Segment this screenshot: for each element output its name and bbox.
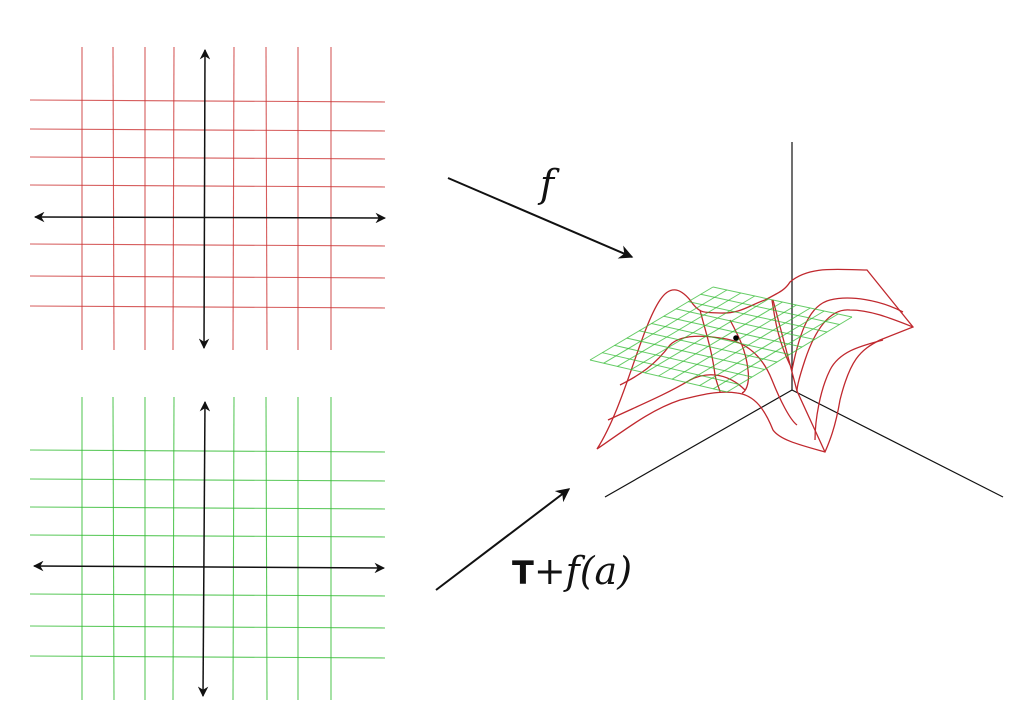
grid-line-horizontal	[29, 243, 386, 247]
grid-line-horizontal	[29, 128, 386, 132]
tangent-map-label: T+f(a)	[512, 549, 632, 593]
grid-line-horizontal	[29, 99, 386, 103]
tangent-grid-line	[713, 313, 839, 390]
tangent-grid-line	[663, 315, 803, 348]
tangent-map-arrow	[435, 488, 571, 591]
domain-grid-red	[29, 46, 386, 351]
3d-axes	[604, 142, 1004, 498]
tangent-grid-line	[699, 310, 825, 387]
tangent-grid-line	[671, 304, 797, 380]
grid-line-horizontal	[29, 156, 386, 160]
green-grid-y-axis	[197, 400, 211, 698]
tangent-plane-grid	[589, 286, 853, 393]
grid-line-vertical	[232, 46, 235, 351]
grid-line-horizontal	[29, 275, 386, 279]
grid-line-horizontal	[29, 478, 386, 482]
map-f-label: f	[537, 162, 560, 206]
tangent-grid-line	[712, 286, 853, 318]
grid-line-horizontal	[29, 593, 386, 597]
surface-graph	[596, 268, 915, 453]
red-grid-y-axis	[198, 48, 211, 350]
grid-line-horizontal	[29, 506, 386, 510]
grid-line-vertical	[172, 46, 175, 351]
grid-line-vertical	[265, 396, 268, 701]
red-grid-x-axis	[33, 211, 387, 224]
grid-line-vertical	[112, 46, 115, 351]
tangent-grid-line	[675, 308, 815, 340]
tangent-grid-line	[700, 293, 840, 325]
tangent-grid-line	[685, 307, 811, 383]
grid-line-horizontal	[29, 625, 386, 629]
grid-line-horizontal	[29, 449, 386, 453]
grid-line-horizontal	[29, 534, 386, 538]
grid-line-vertical	[265, 46, 268, 351]
tangent-grid-line	[688, 301, 828, 333]
grid-line-vertical	[172, 396, 175, 701]
tangent-domain-grid-green	[29, 396, 386, 701]
grid-line-horizontal	[29, 184, 386, 188]
point-f-of-a	[733, 335, 739, 341]
grid-line-vertical	[232, 396, 235, 701]
tangent-grid-line	[726, 316, 853, 393]
grid-line-horizontal	[29, 305, 386, 309]
grid-line-horizontal	[29, 655, 386, 659]
map-f-arrow	[447, 177, 634, 259]
grid-line-vertical	[112, 396, 115, 701]
tangent-grid-line	[658, 301, 783, 377]
